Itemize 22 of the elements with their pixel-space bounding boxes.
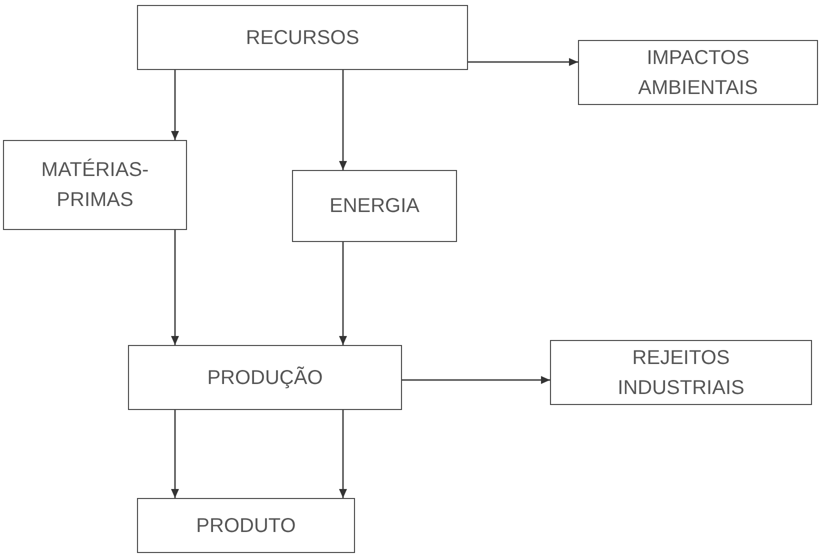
arrow [171, 410, 179, 498]
process-box [550, 340, 812, 405]
box-label: PRODUÇÃO [207, 366, 323, 390]
box-label: ENERGIA [329, 194, 420, 219]
process-box [3, 140, 187, 230]
arrow [339, 410, 347, 498]
arrow [171, 230, 179, 345]
process-box [292, 170, 457, 242]
process-box [137, 5, 468, 70]
arrow [402, 376, 550, 384]
process-box [578, 40, 818, 105]
box-label: REJEITOS INDUSTRIAIS [616, 346, 746, 400]
box-label: MATÉRIAS- PRIMAS [40, 158, 150, 213]
box-label: RECURSOS [246, 26, 360, 50]
arrow [171, 70, 179, 140]
arrow [339, 70, 347, 170]
process-box [137, 498, 355, 553]
box-label: IMPACTOS AMBIENTAIS [637, 46, 759, 100]
arrow [339, 242, 347, 345]
process-box [128, 345, 402, 410]
arrow [468, 58, 578, 66]
box-label: PRODUTO [196, 514, 296, 538]
